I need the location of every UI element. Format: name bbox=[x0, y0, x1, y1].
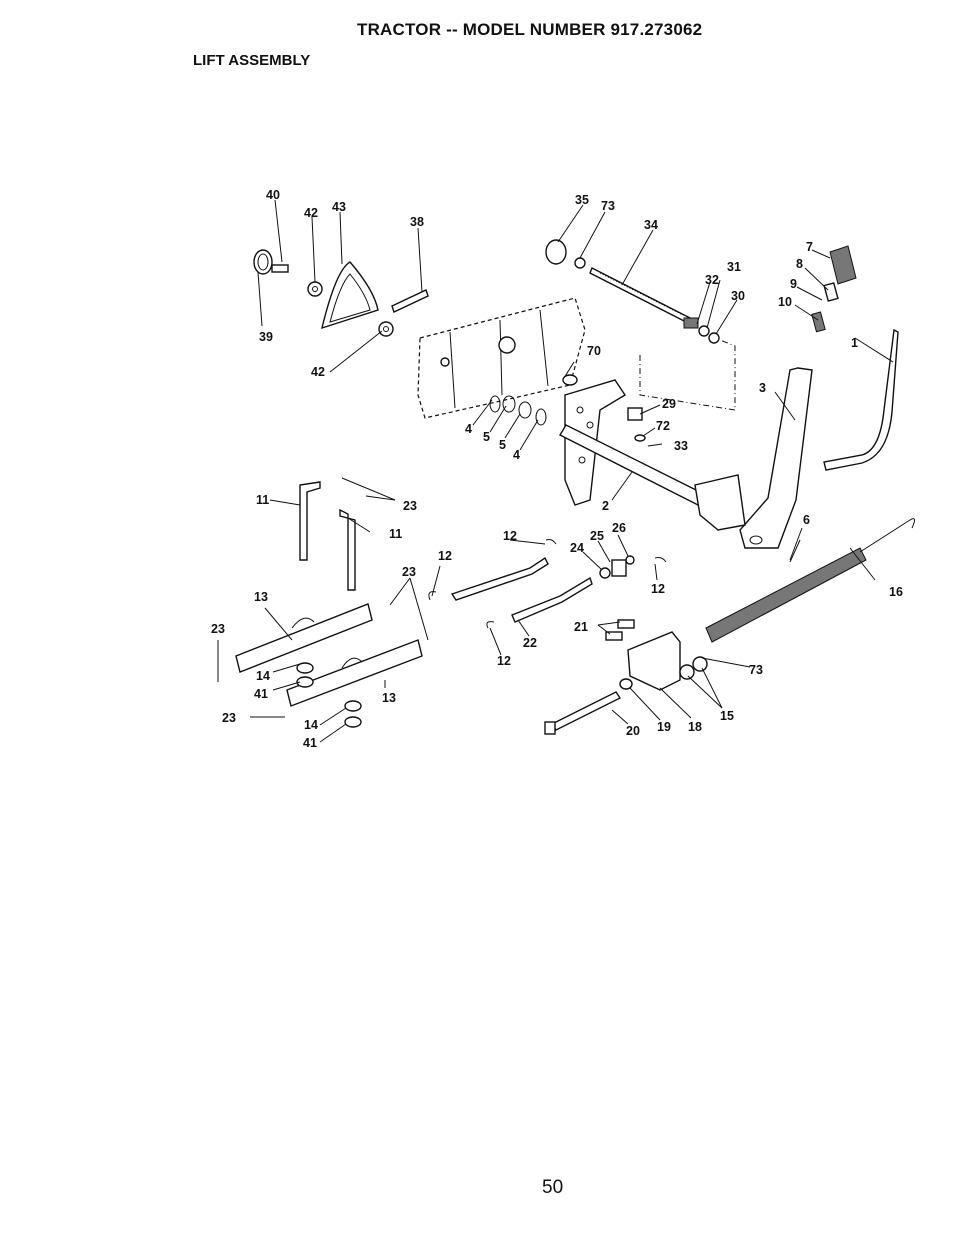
callout-40: 40 bbox=[266, 188, 280, 202]
sleeve-part-8 bbox=[823, 282, 839, 302]
callout-10: 10 bbox=[778, 295, 792, 309]
callout-22: 22 bbox=[523, 636, 537, 650]
link-rod-part-22 bbox=[450, 556, 593, 623]
spring-part-10 bbox=[811, 311, 826, 333]
callout-12b: 12 bbox=[438, 549, 452, 563]
callout-2: 2 bbox=[602, 499, 609, 513]
callout-4: 4 bbox=[465, 422, 472, 436]
callout-26: 26 bbox=[612, 521, 626, 535]
callout-16: 16 bbox=[889, 585, 903, 599]
callout-8: 8 bbox=[796, 257, 803, 271]
callout-19: 19 bbox=[657, 720, 671, 734]
callout-11b: 11 bbox=[389, 527, 402, 541]
page-title: TRACTOR -- MODEL NUMBER 917.273062 bbox=[357, 20, 703, 39]
callout-33: 33 bbox=[674, 439, 688, 453]
pivot-part-29 bbox=[627, 407, 643, 421]
callout-5: 5 bbox=[483, 430, 490, 444]
clips-part-12 bbox=[428, 539, 667, 629]
lift-handle-part-3 bbox=[739, 367, 813, 549]
section-subtitle: LIFT ASSEMBLY bbox=[193, 52, 311, 69]
washer-part-42-upper bbox=[307, 281, 323, 297]
callout-6: 6 bbox=[803, 513, 810, 527]
washer-part-19 bbox=[619, 678, 633, 690]
callout-12: 12 bbox=[503, 529, 517, 543]
leader-lines bbox=[217, 199, 894, 743]
rings-parts-4-5 bbox=[489, 395, 547, 426]
lift-rod-part-1 bbox=[823, 328, 899, 471]
callout-23d: 23 bbox=[222, 711, 236, 725]
bolt-part-20 bbox=[544, 691, 622, 735]
callout-39: 39 bbox=[259, 330, 273, 344]
callout-73b: 73 bbox=[749, 663, 763, 677]
washer-part-42-lower bbox=[378, 321, 394, 337]
callout-1: 1 bbox=[851, 336, 858, 350]
callout-13b: 13 bbox=[382, 691, 396, 705]
lift-shaft-part-2 bbox=[559, 379, 746, 531]
callout-41b: 41 bbox=[303, 736, 317, 750]
callout-3: 3 bbox=[759, 381, 766, 395]
callout-70: 70 bbox=[587, 344, 601, 358]
callout-21: 21 bbox=[574, 620, 588, 634]
callout-42b: 42 bbox=[311, 365, 325, 379]
nuts-part-15 bbox=[679, 656, 708, 680]
quadrant-part-43 bbox=[321, 261, 379, 330]
callout-7: 7 bbox=[806, 240, 813, 254]
washer-part-72 bbox=[634, 434, 646, 442]
bracket-part-18 bbox=[627, 631, 681, 691]
callout-72: 72 bbox=[656, 419, 670, 433]
callout-14b: 14 bbox=[304, 718, 318, 732]
pin-part-33 bbox=[647, 443, 663, 447]
threaded-rod-part-34 bbox=[589, 267, 691, 324]
nut-part-30 bbox=[708, 332, 720, 344]
callout-13: 13 bbox=[254, 590, 268, 604]
callout-29: 29 bbox=[662, 397, 676, 411]
callout-20: 20 bbox=[626, 724, 640, 738]
callout-23b: 23 bbox=[402, 565, 416, 579]
callout-14: 14 bbox=[256, 669, 270, 683]
bracket-parts-24-25-26 bbox=[599, 555, 635, 579]
callout-23c: 23 bbox=[211, 622, 225, 636]
callout-labels: 40 42 43 38 39 42 35 73 34 7 8 9 10 31 3… bbox=[211, 188, 903, 750]
callout-11: 11 bbox=[256, 493, 269, 507]
page-number: 50 bbox=[542, 1177, 564, 1198]
callout-18: 18 bbox=[688, 720, 702, 734]
callout-43: 43 bbox=[332, 200, 346, 214]
grip-part-7 bbox=[829, 245, 857, 285]
knob-part-35 bbox=[545, 239, 567, 265]
bracket-part-38 bbox=[391, 289, 429, 313]
callout-4b: 4 bbox=[513, 448, 520, 462]
callout-25: 25 bbox=[590, 529, 604, 543]
callout-34: 34 bbox=[644, 218, 658, 232]
callout-15: 15 bbox=[720, 709, 734, 723]
callout-32: 32 bbox=[705, 273, 719, 287]
spring-part-32 bbox=[683, 317, 699, 329]
callout-12c: 12 bbox=[651, 582, 665, 596]
washers-parts-14-41 bbox=[296, 662, 362, 728]
callout-35: 35 bbox=[575, 193, 589, 207]
lift-link-part-13-lower bbox=[286, 639, 423, 707]
callout-24: 24 bbox=[570, 541, 584, 555]
callout-5b: 5 bbox=[499, 438, 506, 452]
callout-12d: 12 bbox=[497, 654, 511, 668]
hanger-rod-part-11-left bbox=[299, 481, 321, 561]
knob-part-39-40 bbox=[253, 249, 289, 275]
callout-30: 30 bbox=[731, 289, 745, 303]
bolt-part-6 bbox=[789, 539, 801, 563]
washer-part-31 bbox=[698, 325, 710, 337]
callout-31: 31 bbox=[727, 260, 741, 274]
frame-bracket bbox=[417, 297, 586, 419]
bolts-part-21 bbox=[605, 619, 635, 641]
spring-part-16 bbox=[705, 518, 916, 643]
nut-part-73-upper bbox=[574, 257, 586, 269]
washer-part-70 bbox=[562, 374, 578, 386]
callout-42: 42 bbox=[304, 206, 318, 220]
callout-38: 38 bbox=[410, 215, 424, 229]
callout-73: 73 bbox=[601, 199, 615, 213]
callout-9: 9 bbox=[790, 277, 797, 291]
hanger-rod-part-11-right bbox=[339, 508, 356, 591]
lift-link-part-13-upper bbox=[235, 603, 373, 673]
callout-23: 23 bbox=[403, 499, 417, 513]
callout-41: 41 bbox=[254, 687, 268, 701]
